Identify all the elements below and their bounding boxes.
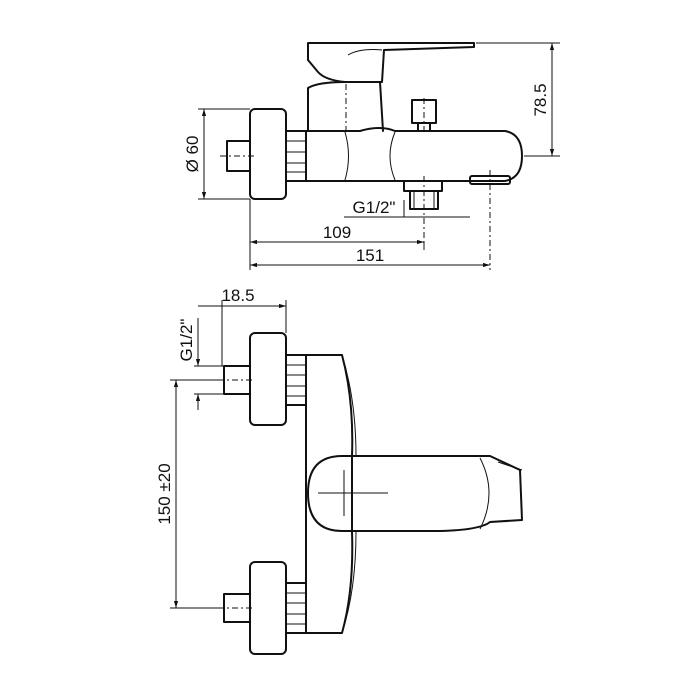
dim-height-label: 78.5 <box>531 83 550 116</box>
dim-length-151-label: 151 <box>356 246 384 265</box>
mixer-body-front <box>305 354 354 634</box>
dim-thread-top: G1/2" <box>344 198 470 218</box>
front-view: 18.5 G1/2" 150 ±20 <box>155 286 523 655</box>
escutcheon-front-top <box>249 332 287 426</box>
escutcheon-front-bottom <box>249 561 287 655</box>
dim-length-109: 109 <box>249 199 425 270</box>
bottom-connector-front <box>218 561 307 655</box>
mixer-body-top <box>305 127 523 182</box>
dim-length-109-label: 109 <box>323 223 351 242</box>
dim-inlet-offset-label: 18.5 <box>221 286 254 305</box>
shower-outlet <box>403 176 443 248</box>
dim-thread-front-label: G1/2" <box>177 319 196 362</box>
lever-front <box>307 455 523 532</box>
dim-diameter-label: Ø 60 <box>183 136 202 173</box>
dim-spacing: 150 ±20 <box>155 379 224 609</box>
dim-length-151: 151 <box>250 246 490 268</box>
top-connector-front <box>218 332 307 426</box>
dim-diameter: Ø 60 <box>183 108 250 200</box>
dim-inlet-offset: 18.5 <box>198 286 287 366</box>
hex-nut-top <box>285 130 307 182</box>
dim-thread-front: G1/2" <box>177 318 224 410</box>
lever-handle-top <box>307 42 475 83</box>
dim-spacing-label: 150 ±20 <box>155 463 174 524</box>
dim-height: 78.5 <box>476 42 560 157</box>
escutcheon-top <box>249 108 287 200</box>
top-view: 78.5 Ø 60 G1/2" 109 151 <box>183 42 560 270</box>
dim-thread-top-label: G1/2" <box>353 198 396 217</box>
